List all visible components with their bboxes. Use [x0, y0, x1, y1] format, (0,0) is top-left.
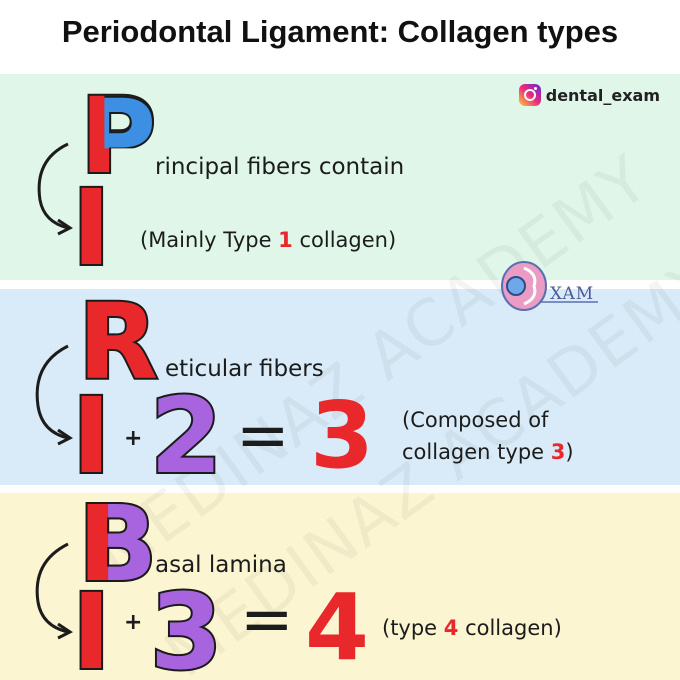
tooth-logo-icon	[501, 261, 598, 311]
principal-label: rincipal fibers contain	[155, 154, 405, 180]
basal-label: asal lamina	[155, 552, 287, 578]
section-principal-background	[0, 74, 680, 280]
letter-i-2: I	[70, 375, 113, 497]
result-4: 4	[305, 574, 370, 680]
exam-logo: XAM	[494, 256, 604, 316]
instagram-icon	[518, 84, 541, 106]
curved-arrow-icon	[35, 542, 73, 640]
operand-3: 3	[148, 571, 224, 680]
equals-sign: =	[236, 399, 290, 473]
section-basal-background	[0, 493, 680, 680]
instagram-handle-text: dental_exam	[545, 85, 660, 105]
curved-arrow-icon	[37, 142, 73, 236]
instagram-handle[interactable]: dental_exam	[518, 84, 660, 106]
operand-2: 2	[148, 375, 224, 497]
reticular-label: eticular fibers	[165, 356, 324, 382]
letter-b-bowl: B	[78, 483, 158, 605]
page-title: Periodontal Ligament: Collagen types	[61, 14, 619, 49]
equals-sign: =	[240, 583, 294, 657]
result-3: 3	[310, 382, 375, 489]
letter-r: R	[76, 281, 160, 403]
basal-note: (type 4 collagen)	[382, 616, 562, 640]
plus-sign: +	[124, 426, 143, 451]
letter-b-stem: B	[76, 483, 159, 605]
curved-arrow-icon	[35, 344, 73, 446]
section-reticular-background	[0, 289, 680, 485]
plus-sign: +	[124, 610, 143, 635]
logo-text: XAM	[550, 284, 595, 304]
reticular-note: (Composed of collagen type 3)	[402, 408, 574, 464]
letter-p-bowl: P	[80, 77, 157, 199]
letter-i-1: I	[70, 167, 113, 289]
letter-i-3: I	[70, 571, 113, 680]
principal-note: (Mainly Type 1 collagen)	[140, 228, 397, 252]
